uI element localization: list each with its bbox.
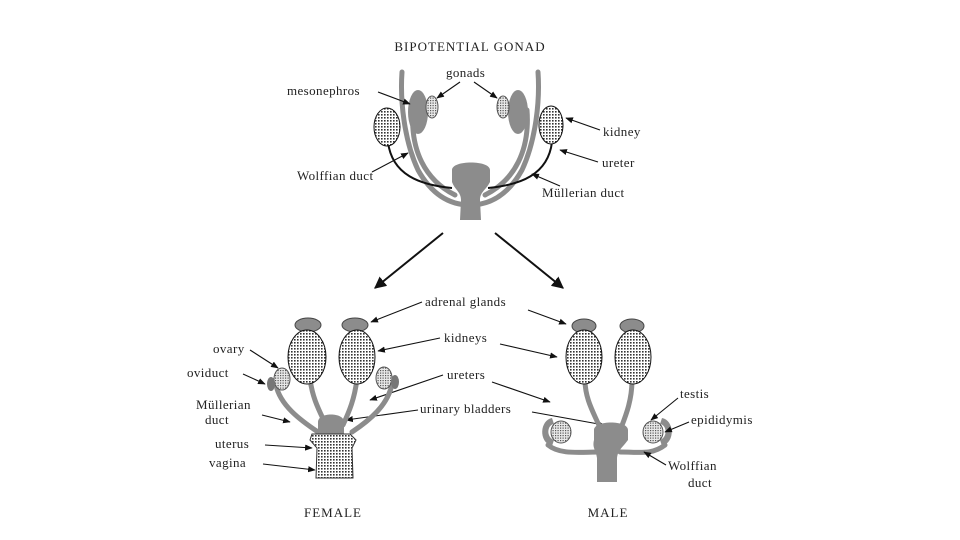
label-ovary: ovary xyxy=(213,341,245,356)
female-infundibulum-right xyxy=(391,375,399,389)
arrow-kidney xyxy=(565,117,601,131)
label-vagina: vagina xyxy=(209,455,246,470)
arrow-uterus xyxy=(264,444,313,451)
arrow-gonads-left xyxy=(436,81,461,99)
label-adrenal-glands: adrenal glands xyxy=(425,294,506,309)
urogenital-sinus xyxy=(452,162,490,220)
arrow-mesonephros xyxy=(377,91,411,105)
mesonephros-left xyxy=(408,90,428,134)
male-figure: testis epididymis Wolffian duct MALE xyxy=(542,318,753,520)
mullerian-duct-left xyxy=(399,69,473,208)
label-kidneys: kidneys xyxy=(444,330,487,345)
bipotential-gonad-figure: BIPOTENTIAL GONAD gonads mesonephros kid… xyxy=(287,39,641,220)
female-ovary-right xyxy=(375,366,393,390)
arrow-ovary xyxy=(249,349,279,369)
arrow-testis xyxy=(650,397,679,421)
gonad-left xyxy=(425,95,439,119)
kidney-right xyxy=(538,105,564,145)
arrow-wolffian-duct xyxy=(371,152,409,173)
arrow-to-female xyxy=(374,232,444,289)
label-kidney: kidney xyxy=(603,124,641,139)
female-ureter-right xyxy=(340,375,360,428)
mesonephros-right xyxy=(508,90,528,134)
male-kidney-left xyxy=(565,329,603,385)
gonad-right xyxy=(496,95,510,119)
arrow-ureter xyxy=(559,149,599,163)
female-uterus-vagina xyxy=(309,433,357,479)
arrow-mullerian xyxy=(261,414,291,424)
label-epididymis: epididymis xyxy=(691,412,753,427)
female-oviduct-left xyxy=(273,382,321,435)
ureter-right xyxy=(487,141,553,189)
male-epididymis-left xyxy=(542,418,554,446)
arrow-kidneys-male xyxy=(499,343,558,359)
arrow-bladder-male xyxy=(531,411,605,427)
arrow-adrenal-female xyxy=(370,301,423,323)
arrow-to-male xyxy=(494,232,564,289)
female-figure: ovary oviduct Müllerian duct uterus vagi… xyxy=(187,317,399,520)
male-testis-left xyxy=(550,420,572,444)
mullerian-duct-right xyxy=(467,69,541,208)
label-gonads: gonads xyxy=(446,65,485,80)
ureter-left xyxy=(387,141,453,189)
female-oviduct-right xyxy=(349,381,395,435)
arrow-gonads-right xyxy=(473,81,498,99)
male-testis-right xyxy=(642,420,664,444)
bipotential-title: BIPOTENTIAL GONAD xyxy=(394,39,545,54)
label-testis: testis xyxy=(680,386,709,401)
male-ureter-right xyxy=(618,377,635,431)
label-oviduct: oviduct xyxy=(187,365,229,380)
arrow-bladder-female xyxy=(345,409,419,423)
arrow-vagina xyxy=(262,463,316,473)
label-urinary-bladders: urinary bladders xyxy=(420,401,511,416)
label-wolffian-line2: duct xyxy=(688,475,712,490)
female-ovary-left xyxy=(273,367,291,391)
male-title: MALE xyxy=(588,505,629,520)
label-mullerian-line2: duct xyxy=(205,412,229,427)
arrow-kidneys-female xyxy=(377,337,441,353)
label-ureters: ureters xyxy=(447,367,485,382)
female-bladder xyxy=(318,414,344,438)
female-kidney-right xyxy=(338,329,376,385)
label-wolffian-line1: Wolffian xyxy=(668,458,717,473)
arrow-ureters-female xyxy=(369,374,444,401)
kidney-left xyxy=(373,107,401,147)
arrow-ureters-male xyxy=(491,381,551,403)
female-kidney-left xyxy=(287,329,327,385)
male-wolffian-duct-left xyxy=(545,442,603,455)
label-wolffian-duct: Wolffian duct xyxy=(297,168,373,183)
male-bladder-urethra xyxy=(593,422,628,482)
label-ureter: ureter xyxy=(602,155,635,170)
arrow-mullerian-duct xyxy=(531,173,561,187)
wolffian-duct-right xyxy=(482,107,530,198)
label-uterus: uterus xyxy=(215,436,249,451)
label-mullerian-duct: Müllerian duct xyxy=(542,185,625,200)
male-ureter-left xyxy=(582,377,603,431)
arrow-adrenal-male xyxy=(527,309,567,325)
male-kidney-right xyxy=(614,329,652,385)
female-title: FEMALE xyxy=(304,505,362,520)
male-wolffian-duct-right xyxy=(617,442,668,455)
female-infundibulum-left xyxy=(267,377,275,391)
label-mesonephros: mesonephros xyxy=(287,83,360,98)
label-mullerian-line1: Müllerian xyxy=(196,397,251,412)
arrow-wolffian-duct-male xyxy=(643,451,667,466)
arrow-epididymis xyxy=(664,421,690,433)
shared-labels: adrenal glands kidneys ureters urinary b… xyxy=(345,294,605,427)
arrow-oviduct xyxy=(242,373,266,385)
